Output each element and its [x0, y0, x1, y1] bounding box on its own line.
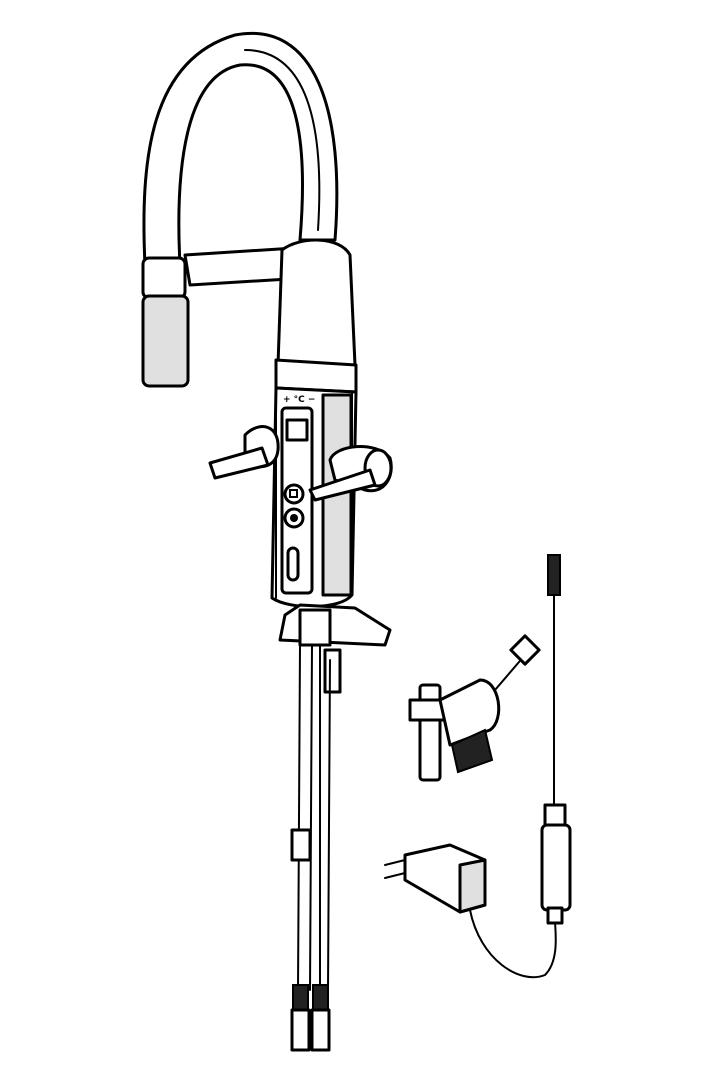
- right-lever[interactable]: [308, 444, 393, 502]
- display-screen: [285, 418, 309, 442]
- control-panel: [280, 406, 314, 595]
- angle-valve: [408, 634, 541, 782]
- mounting-bracket: [278, 603, 392, 694]
- sensor-cable: [540, 554, 572, 925]
- left-lever[interactable]: [208, 425, 280, 480]
- sensor-window: [286, 546, 300, 582]
- faucet-body-upper: [276, 238, 357, 367]
- stop-icon: [289, 489, 298, 498]
- faucet-spout: [142, 31, 339, 267]
- dot-icon: [290, 514, 298, 522]
- supply-hoses: [290, 644, 331, 1052]
- spray-head[interactable]: [141, 256, 190, 388]
- temperature-label: + °C −: [283, 395, 315, 405]
- power-adapter: [384, 843, 557, 979]
- square-button[interactable]: [283, 483, 305, 505]
